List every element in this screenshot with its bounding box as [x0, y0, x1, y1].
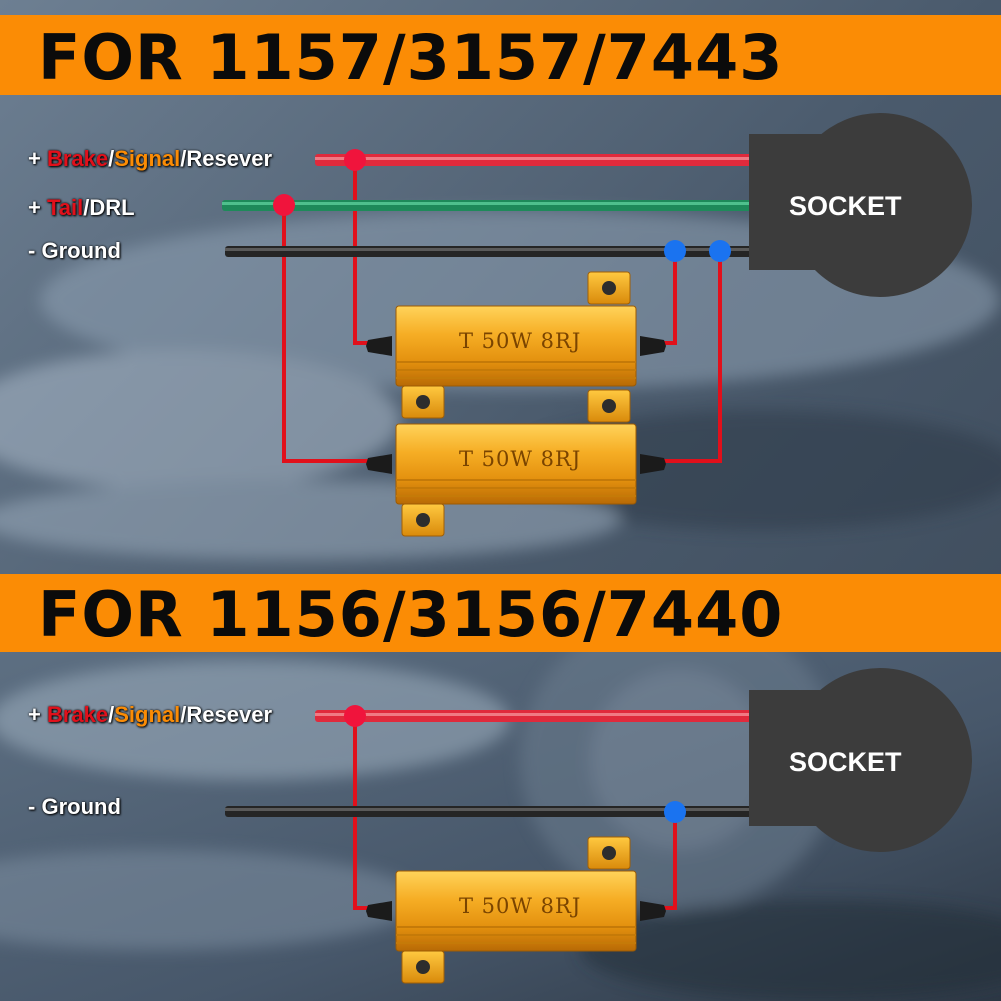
resistor-2-label: T 50W 8RJ: [459, 447, 582, 471]
ground-junction-2: [664, 801, 686, 823]
socket-1-label: SOCKET: [789, 191, 902, 221]
ground-label-1: - Ground: [28, 238, 121, 263]
resistor-1-label: T 50W 8RJ: [459, 329, 582, 353]
brake-signal-label-2: + Brake/Signal/Resever: [28, 702, 273, 727]
section-2-title: FOR 1156/3156/7440: [38, 578, 784, 651]
ground-label-2: - Ground: [28, 794, 121, 819]
socket-2-label: SOCKET: [789, 747, 902, 777]
section-2-banner: [0, 574, 1001, 652]
brake-junction-2: [344, 705, 366, 727]
section-1-banner: [0, 15, 1001, 95]
tail-junction: [273, 194, 295, 216]
section-1-title: FOR 1157/3157/7443: [38, 21, 784, 94]
brake-signal-label-1: + Brake/Signal/Resever: [28, 146, 273, 171]
brake-junction-1: [344, 149, 366, 171]
ground-junction-1a: [664, 240, 686, 262]
ground-junction-1b: [709, 240, 731, 262]
resistor-3-label: T 50W 8RJ: [459, 894, 582, 918]
tail-wire: [222, 200, 755, 211]
tail-drl-label: + Tail/DRL: [28, 195, 135, 220]
